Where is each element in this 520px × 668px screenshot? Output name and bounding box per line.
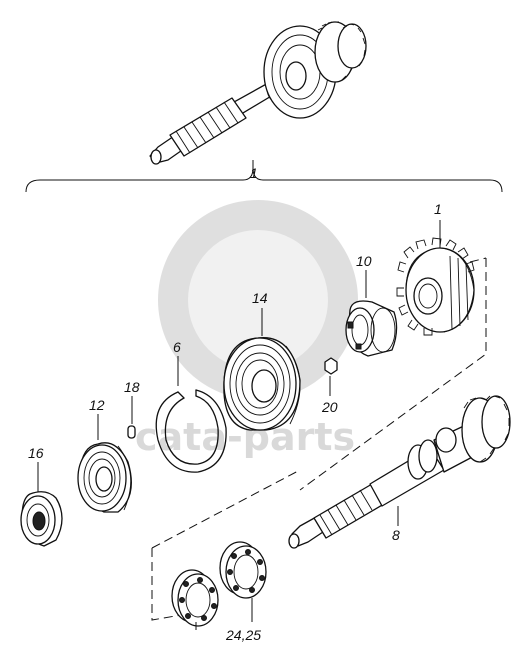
ball-part bbox=[324, 357, 338, 375]
seal-part bbox=[77, 442, 132, 513]
sleeve-part bbox=[345, 300, 398, 357]
callout-needle-bearings: 24,25 bbox=[225, 627, 261, 643]
assembled-shaft bbox=[149, 21, 367, 165]
gear-part bbox=[396, 237, 475, 336]
callout-ball: 20 bbox=[321, 399, 338, 415]
callout-snap-ring: 6 bbox=[173, 339, 181, 355]
needle-bearing-a bbox=[171, 569, 219, 627]
alignment-guides bbox=[151, 257, 487, 621]
callout-sleeve: 10 bbox=[356, 253, 372, 269]
snap-ring-part bbox=[155, 389, 227, 473]
callout-shaft: 8 bbox=[392, 527, 400, 543]
callout-nut: 16 bbox=[28, 445, 44, 461]
needle-bearing-b bbox=[219, 541, 267, 599]
callout-assembly: 1 bbox=[250, 165, 258, 181]
callout-seal: 12 bbox=[89, 397, 105, 413]
nut-part bbox=[20, 491, 63, 547]
callout-gear: 1 bbox=[434, 201, 442, 217]
callout-labels: 1 1 10 14 6 18 20 12 16 8 24,25 bbox=[28, 165, 442, 643]
assembly-bracket bbox=[25, 160, 503, 193]
ball-bearing-part bbox=[223, 337, 301, 431]
leader-lines bbox=[37, 220, 441, 630]
callout-bearing: 14 bbox=[252, 290, 268, 306]
pin-part bbox=[127, 425, 136, 439]
main-shaft-part bbox=[288, 395, 511, 549]
callout-pin: 18 bbox=[124, 379, 140, 395]
